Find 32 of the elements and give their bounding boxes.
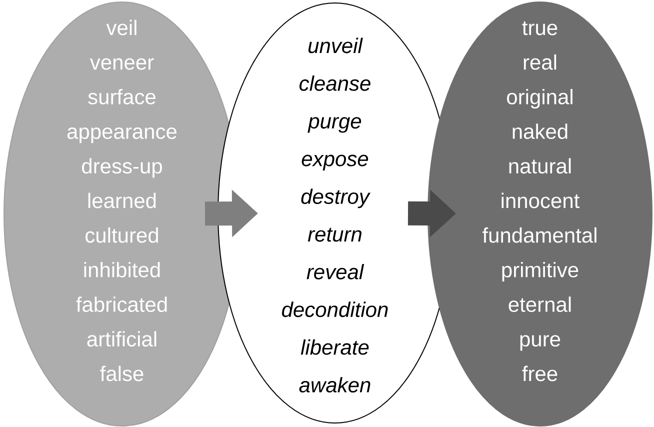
word: purge [308, 117, 362, 133]
word: expose [302, 154, 368, 170]
word: cultured [86, 227, 158, 243]
word: real [524, 54, 556, 70]
word: return [308, 228, 362, 242]
word: pure [520, 335, 560, 351]
word: false [100, 366, 144, 382]
word: free [522, 366, 558, 382]
word: cleanse [300, 75, 370, 91]
word: artificial [87, 331, 156, 347]
word: natural [509, 158, 571, 174]
word: eternal [508, 296, 571, 312]
word: unveil [308, 38, 363, 54]
word: appearance [67, 128, 176, 144]
word: destroy [301, 188, 370, 208]
word: inhibited [84, 262, 160, 278]
word: innocent [502, 192, 580, 208]
word: fundamental [482, 227, 596, 243]
word: veneer [90, 58, 154, 70]
word: primitive [502, 262, 578, 282]
word: dress-up [82, 158, 162, 178]
word: naked [512, 124, 568, 139]
word: liberate [300, 339, 369, 355]
word: decondition [282, 302, 388, 318]
word: true [522, 21, 558, 36]
word: learned [88, 192, 156, 208]
word: fabricated [76, 296, 167, 312]
word: veil [106, 20, 136, 36]
word: awaken [299, 377, 370, 392]
word: reveal [306, 264, 364, 280]
word: original [507, 88, 572, 109]
word: surface [88, 89, 156, 104]
